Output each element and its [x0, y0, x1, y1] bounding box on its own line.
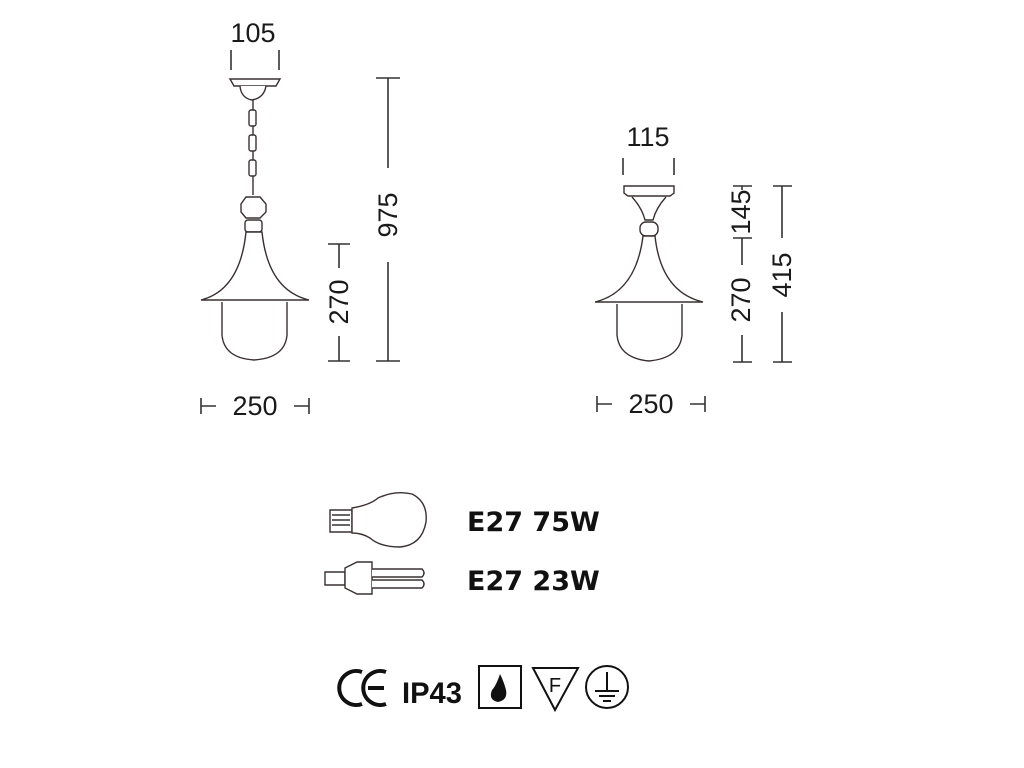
f-mark-icon: F [531, 667, 580, 713]
pendant-body-width-label: 250 [232, 391, 277, 421]
pendant-lamp-drawing: 105 270 975 250 [200, 18, 403, 421]
ground-earth-icon [585, 665, 629, 709]
ce-mark-icon [337, 669, 387, 707]
bulb-label-cfl: E27 23W [467, 566, 600, 597]
f-mark-label: F [549, 675, 561, 697]
incandescent-bulb-icon [329, 491, 427, 548]
cfl-bulb-icon [324, 561, 425, 595]
pendant-body-height-label: 270 [324, 279, 354, 324]
ceiling-body-width-label: 250 [628, 389, 673, 419]
ceiling-canopy-width-label: 115 [626, 122, 669, 152]
ceiling-total-height-label: 415 [767, 252, 797, 297]
bulb-label-incandescent: E27 75W [467, 507, 600, 538]
ceiling-stem-height-label: 145 [726, 189, 756, 234]
pendant-canopy-width-label: 105 [230, 18, 275, 48]
pendant-total-height-label: 975 [373, 192, 403, 237]
drip-proof-icon [478, 665, 522, 709]
ip-rating-label: IP43 [402, 677, 462, 710]
ceiling-body-height-label: 270 [726, 277, 756, 322]
ceiling-lamp-drawing: 115 145 270 415 250 [594, 122, 797, 419]
